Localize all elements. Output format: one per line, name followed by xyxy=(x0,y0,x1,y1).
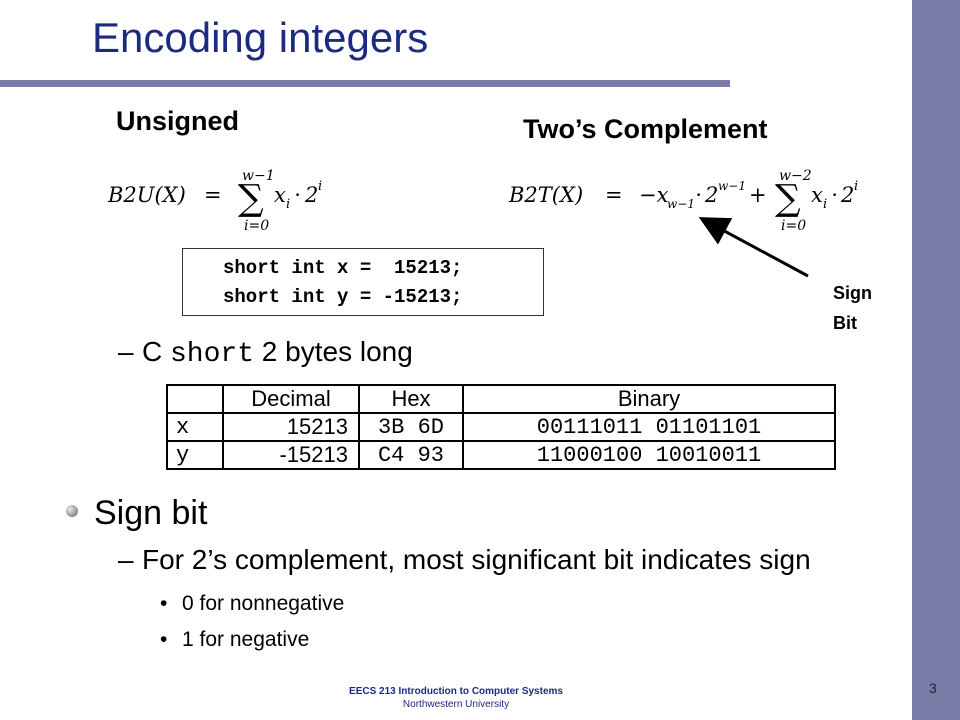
b2u-term-x: x xyxy=(274,183,286,207)
b2u-sum-lower: i=0 xyxy=(244,218,269,234)
table-cell-var: y xyxy=(166,440,224,470)
b2t-neg-sub: w−1 xyxy=(667,197,695,211)
code-box: short int x = 15213; short int y = -1521… xyxy=(182,248,544,316)
list-item: • 1 for negative xyxy=(160,628,309,652)
slide-title: Encoding integers xyxy=(92,14,429,61)
b2u-sum-upper: w−1 xyxy=(242,168,275,184)
table-header-cell xyxy=(166,384,224,414)
bullet-marker: • xyxy=(160,628,168,651)
b2t-plus: + xyxy=(749,183,767,207)
b2t-sum-symbol: ∑ xyxy=(775,178,801,219)
table-row: y -15213 C4 93 11000100 10010011 xyxy=(166,440,836,470)
table-cell-decimal: -15213 xyxy=(222,440,360,470)
sub-bullet-suffix: 2 bytes long xyxy=(254,336,413,367)
b2u-lhs: B2U(X) xyxy=(107,183,186,207)
b2t-equals: = xyxy=(605,183,623,207)
table-cell-hex: C4 93 xyxy=(358,440,464,470)
bullet-marker: • xyxy=(160,592,168,615)
sign-label-line1: Sign xyxy=(833,283,872,303)
b2u-sum-symbol: ∑ xyxy=(238,178,264,219)
b2u-equals: = xyxy=(204,183,222,207)
b2t-formula: B2T(X) = −x w−1 ⋅ 2 w−1 + w−2 ∑ i=0 x i … xyxy=(508,168,858,234)
b2u-term-dot: ⋅ xyxy=(294,183,301,207)
sign-bit-arrow xyxy=(698,217,809,278)
page-number: 3 xyxy=(929,680,937,696)
b2u-term-two: 2 xyxy=(304,183,318,207)
sub-bullet-prefix: C xyxy=(142,336,170,367)
main-bullet-sign-bit: Sign bit xyxy=(94,494,208,532)
table-cell-hex: 3B 6D xyxy=(358,412,464,442)
sidebar-decoration xyxy=(912,0,960,720)
table-header-row: Decimal Hex Binary xyxy=(166,384,836,414)
dash-marker: – xyxy=(118,336,134,367)
b2t-term-dot: ⋅ xyxy=(831,183,838,207)
b2t-term-x-sub: i xyxy=(823,197,827,212)
b2u-formula: B2U(X) = w−1 ∑ i=0 x i ⋅ 2 i xyxy=(107,168,322,234)
twos-complement-heading: Two’s Complement xyxy=(523,114,768,144)
b2t-term-two: 2 xyxy=(840,183,854,207)
list-item-text: 1 for negative xyxy=(182,628,310,651)
b2t-term-x: x xyxy=(811,183,823,207)
b2t-sum-upper: w−2 xyxy=(779,168,812,184)
b2t-term-exp: i xyxy=(854,179,858,194)
footer-university: Northwestern University xyxy=(402,699,510,710)
code-line-x: short int x = 15213; xyxy=(223,257,463,279)
b2t-neg-term: −x xyxy=(639,183,669,207)
table-cell-binary: 00111011 01101101 xyxy=(462,412,836,442)
b2t-neg-two: 2 xyxy=(704,183,718,207)
title-underline-bar xyxy=(0,80,730,87)
table-cell-decimal: 15213 xyxy=(222,412,360,442)
b2t-lhs: B2T(X) xyxy=(508,183,583,207)
table-header-cell: Binary xyxy=(462,384,836,414)
b2u-term-exp: i xyxy=(318,179,322,194)
bullet-dot-icon xyxy=(66,505,78,517)
sign-label-line2: Bit xyxy=(833,313,857,333)
sub-bullet-code: short xyxy=(170,339,255,370)
b2t-neg-exp: w−1 xyxy=(718,179,746,193)
footer-course: EECS 213 Introduction to Computer System… xyxy=(349,686,563,697)
list-item: • 0 for nonnegative xyxy=(160,592,344,616)
b2t-neg-dot: ⋅ xyxy=(695,183,702,207)
sub-bullet-msb: –For 2’s complement, most significant bi… xyxy=(118,544,811,576)
table-header-cell: Decimal xyxy=(222,384,360,414)
table-cell-binary: 11000100 10010011 xyxy=(462,440,836,470)
b2u-term-x-sub: i xyxy=(286,197,290,212)
list-item-text: 0 for nonnegative xyxy=(182,592,345,615)
b2t-sum-lower: i=0 xyxy=(781,218,806,234)
table-header-cell: Hex xyxy=(358,384,464,414)
code-line-y: short int y = -15213; xyxy=(223,286,463,308)
dash-marker: – xyxy=(118,544,134,575)
encoding-table: Decimal Hex Binary x 15213 3B 6D 0011101… xyxy=(166,384,836,470)
unsigned-heading: Unsigned xyxy=(116,106,240,136)
table-cell-var: x xyxy=(166,412,224,442)
sub-bullet-text: For 2’s complement, most significant bit… xyxy=(142,544,811,575)
sub-bullet-short-size: –C short 2 bytes long xyxy=(118,336,413,370)
table-row: x 15213 3B 6D 00111011 01101101 xyxy=(166,412,836,442)
